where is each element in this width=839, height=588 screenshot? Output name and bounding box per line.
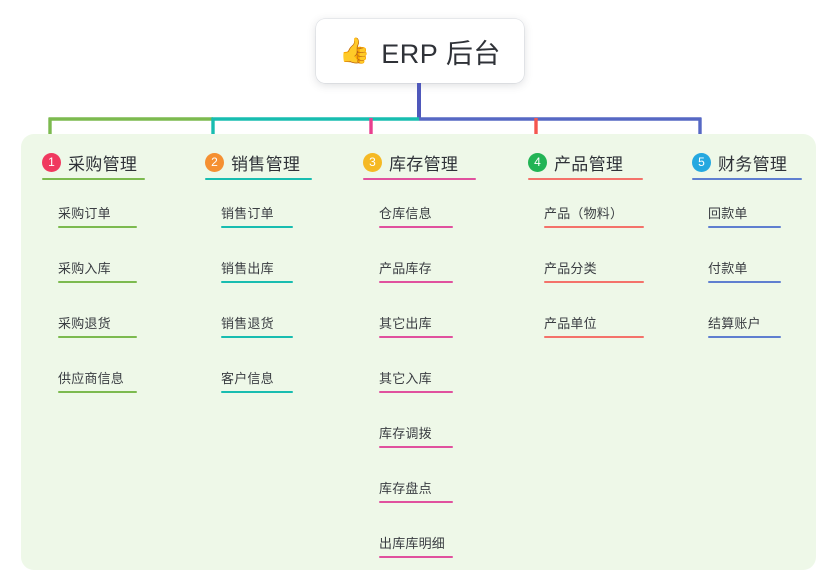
module-item-label: 结算账户 [708, 316, 761, 331]
module-item[interactable]: 结算账户 [708, 314, 781, 338]
module-item-underline [379, 336, 453, 338]
module-header-3[interactable]: 3 库存管理 [363, 148, 458, 176]
module-item[interactable]: 采购订单 [58, 204, 137, 228]
module-header-underline [692, 178, 802, 180]
module-header-underline [42, 178, 145, 180]
module-title: 财务管理 [718, 154, 788, 174]
module-item[interactable]: 付款单 [708, 259, 781, 283]
module-item-label: 产品分类 [544, 261, 597, 276]
modules-panel [21, 134, 816, 570]
module-item-underline [708, 226, 781, 228]
module-item-underline [58, 281, 137, 283]
module-item[interactable]: 产品分类 [544, 259, 644, 283]
module-title: 产品管理 [554, 154, 624, 174]
module-item-underline [379, 281, 453, 283]
module-item[interactable]: 客户信息 [221, 369, 293, 393]
module-item-label: 出库库明细 [379, 536, 446, 551]
module-item-underline [58, 336, 137, 338]
module-item-label: 产品（物料） [544, 206, 624, 221]
module-number-badge: 5 [692, 152, 711, 172]
module-header-underline [205, 178, 312, 180]
module-number-badge: 3 [363, 152, 382, 172]
module-item-label: 其它出库 [379, 316, 432, 331]
module-item-underline [221, 391, 293, 393]
module-item[interactable]: 销售退货 [221, 314, 293, 338]
module-item-underline [379, 391, 453, 393]
module-item-label: 客户信息 [221, 371, 274, 386]
module-item-underline [379, 556, 453, 558]
module-item[interactable]: 产品单位 [544, 314, 644, 338]
module-item-label: 采购退货 [58, 316, 111, 331]
module-header-4[interactable]: 4 产品管理 [528, 148, 623, 176]
module-item[interactable]: 仓库信息 [379, 204, 453, 228]
module-item-label: 产品单位 [544, 316, 597, 331]
module-item-label: 付款单 [708, 261, 748, 276]
module-item[interactable]: 库存盘点 [379, 479, 453, 503]
module-item[interactable]: 出库库明细 [379, 534, 453, 558]
module-item-underline [379, 226, 453, 228]
module-item[interactable]: 供应商信息 [58, 369, 137, 393]
module-item-label: 库存调拨 [379, 426, 432, 441]
module-item-label: 采购订单 [58, 206, 111, 221]
module-item-underline [708, 281, 781, 283]
module-header-underline [528, 178, 643, 180]
module-header-2[interactable]: 2 销售管理 [205, 148, 300, 176]
module-item[interactable]: 产品（物料） [544, 204, 644, 228]
module-item-underline [544, 336, 644, 338]
module-item-label: 仓库信息 [379, 206, 432, 221]
module-item-label: 销售出库 [221, 261, 274, 276]
module-item-underline [221, 226, 293, 228]
module-item-label: 销售退货 [221, 316, 274, 331]
module-number-badge: 1 [42, 152, 61, 172]
module-item-label: 产品库存 [379, 261, 432, 276]
module-number-badge: 2 [205, 152, 224, 172]
module-number-badge: 4 [528, 152, 547, 172]
module-item-underline [221, 336, 293, 338]
module-item-underline [379, 501, 453, 503]
module-item-underline [544, 226, 644, 228]
root-node-label: ERP 后台 [381, 38, 501, 69]
module-header-underline [363, 178, 476, 180]
module-header-5[interactable]: 5 财务管理 [692, 148, 787, 176]
module-item[interactable]: 其它出库 [379, 314, 453, 338]
module-item-underline [708, 336, 781, 338]
module-item[interactable]: 销售订单 [221, 204, 293, 228]
module-item-label: 采购入库 [58, 261, 111, 276]
thumbs-up-icon: 👍 [339, 36, 371, 65]
module-item[interactable]: 产品库存 [379, 259, 453, 283]
module-item-label: 销售订单 [221, 206, 274, 221]
module-item[interactable]: 其它入库 [379, 369, 453, 393]
module-header-1[interactable]: 1 采购管理 [42, 148, 137, 176]
module-item-label: 其它入库 [379, 371, 432, 386]
module-title: 库存管理 [389, 154, 459, 174]
module-item-label: 回款单 [708, 206, 748, 221]
module-item-label: 供应商信息 [58, 371, 125, 386]
module-item[interactable]: 采购入库 [58, 259, 137, 283]
module-item[interactable]: 回款单 [708, 204, 781, 228]
module-item-underline [58, 391, 137, 393]
module-item[interactable]: 销售出库 [221, 259, 293, 283]
module-item-underline [58, 226, 137, 228]
module-item[interactable]: 采购退货 [58, 314, 137, 338]
module-item-underline [379, 446, 453, 448]
module-item[interactable]: 库存调拨 [379, 424, 453, 448]
module-title: 销售管理 [231, 154, 301, 174]
module-title: 采购管理 [68, 154, 138, 174]
module-item-underline [544, 281, 644, 283]
root-node-card[interactable]: 👍 ERP 后台 [316, 19, 524, 83]
module-item-underline [221, 281, 293, 283]
module-item-label: 库存盘点 [379, 481, 432, 496]
